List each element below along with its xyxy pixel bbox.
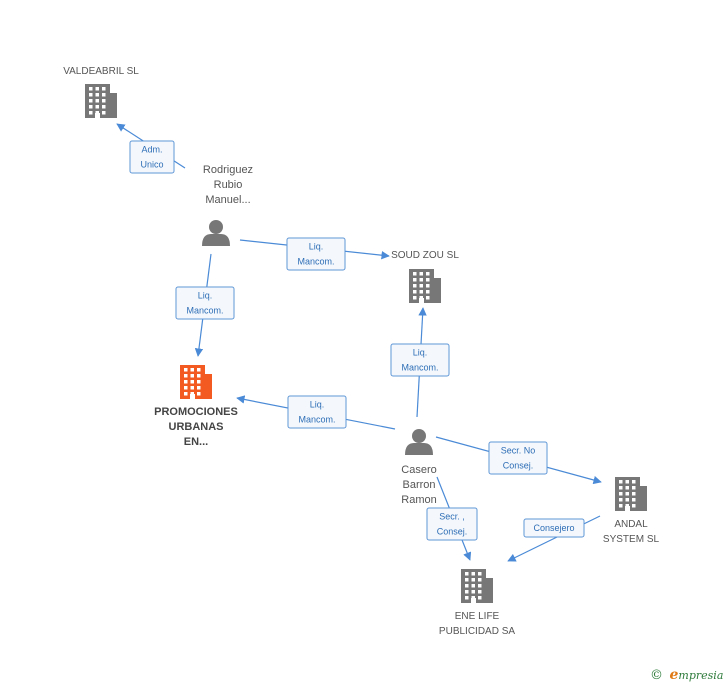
- edge-andal-enelife[interactable]: Consejero: [507, 515, 601, 562]
- building-icon: [409, 269, 441, 303]
- company-label: ANDAL: [614, 519, 648, 530]
- person-icon: [202, 220, 230, 246]
- edge-label-box[interactable]: [523, 518, 585, 538]
- company-node-andal[interactable]: ANDAL SYSTEM SL: [603, 477, 660, 545]
- svg-text:© empresia: © empresia: [650, 667, 723, 683]
- edge-casero-enelife[interactable]: Secr. , Consej.: [426, 476, 478, 561]
- edge-label-text: Liq.: [198, 291, 213, 301]
- edge-rodriguez-valdeabril[interactable]: Adm. Unico: [116, 123, 186, 174]
- company-label: SYSTEM SL: [603, 534, 660, 545]
- edge-casero-soudzou[interactable]: Liq. Mancom.: [390, 307, 450, 418]
- company-label: SOUD ZOU SL: [391, 250, 459, 261]
- building-icon: [461, 569, 493, 603]
- company-node-promociones[interactable]: PROMOCIONES URBANAS EN...: [154, 365, 238, 448]
- copyright-symbol: ©: [650, 668, 663, 683]
- edge-label-text: Liq.: [310, 400, 325, 410]
- company-node-valdeabril[interactable]: VALDEABRIL SL: [63, 66, 139, 118]
- person-label: Barron: [402, 479, 435, 491]
- edge-label-box[interactable]: [488, 441, 548, 475]
- watermark-text: mpresia: [678, 669, 723, 682]
- company-label: ENE LIFE: [455, 611, 500, 622]
- person-label: Ramon: [401, 494, 436, 506]
- edge-label-box[interactable]: [390, 343, 450, 377]
- edge-label-text: Liq.: [309, 242, 324, 252]
- edge-label-box[interactable]: [287, 395, 347, 429]
- edge-label-text: Consej.: [437, 527, 468, 537]
- edge-label-text: Mancom.: [297, 257, 334, 267]
- edge-label-box[interactable]: [426, 507, 478, 541]
- empresia-watermark[interactable]: © empresia: [650, 667, 723, 683]
- edge-label-text: Unico: [140, 160, 163, 170]
- edge-label-text: Liq.: [413, 348, 428, 358]
- person-label: Rodriguez: [203, 164, 253, 176]
- watermark-initial: e: [670, 667, 679, 683]
- edge-line: [507, 515, 601, 562]
- edge-casero-andal[interactable]: Secr. No Consej.: [435, 436, 602, 485]
- company-label: VALDEABRIL SL: [63, 66, 139, 77]
- edge-rodriguez-soudzou[interactable]: Liq. Mancom.: [239, 237, 390, 271]
- company-label: PROMOCIONES: [154, 406, 238, 418]
- edge-label-text: Mancom.: [401, 363, 438, 373]
- company-label: PUBLICIDAD SA: [439, 626, 515, 637]
- nodes-layer: VALDEABRIL SL SOUD ZOU SL PROMOCIONES URBAN…: [63, 66, 659, 637]
- company-node-soudzou[interactable]: SOUD ZOU SL: [391, 250, 459, 303]
- edge-rodriguez-promociones[interactable]: Liq. Mancom.: [175, 253, 235, 357]
- building-icon: [615, 477, 647, 511]
- person-node-rodriguez[interactable]: RodriguezRubioManuel...: [202, 164, 253, 246]
- edge-label-text: Consejero: [533, 523, 574, 533]
- person-label: Rubio: [214, 179, 243, 191]
- person-icon: [405, 429, 433, 455]
- building-icon: [85, 84, 117, 118]
- building-icon: [180, 365, 212, 399]
- person-label: Casero: [401, 464, 436, 476]
- edge-label-box[interactable]: [286, 237, 346, 271]
- edge-label-text: Secr. ,: [439, 512, 465, 522]
- edge-label-box[interactable]: [129, 140, 175, 174]
- edge-label-text: Consej.: [503, 461, 534, 471]
- person-label: Manuel...: [205, 194, 250, 206]
- edge-casero-promociones[interactable]: Liq. Mancom.: [236, 395, 396, 430]
- edge-label-text: Secr. No: [501, 446, 536, 456]
- edge-label-text: Mancom.: [298, 415, 335, 425]
- edge-label-text: Adm.: [141, 145, 162, 155]
- company-label: URBANAS: [169, 421, 224, 433]
- company-node-enelife[interactable]: ENE LIFE PUBLICIDAD SA: [439, 569, 515, 637]
- edge-label-box[interactable]: [175, 286, 235, 320]
- company-label: EN...: [184, 436, 208, 448]
- edge-label-text: Mancom.: [186, 306, 223, 316]
